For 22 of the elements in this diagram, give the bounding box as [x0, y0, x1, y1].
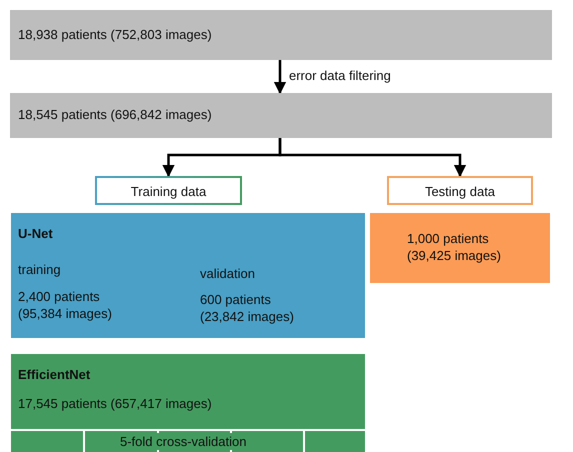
category-box — [95, 176, 242, 205]
node-text: 1,000 patients (39,425 images) — [407, 230, 502, 264]
test-data-box — [370, 213, 550, 283]
node-text: 17,545 patients (657,417 images) — [18, 395, 212, 412]
node-text: 600 patients (23,842 images) — [200, 291, 295, 325]
model-panel — [11, 354, 365, 452]
category-box — [387, 176, 533, 205]
panel-heading: U-Net — [18, 225, 53, 242]
process-box — [10, 93, 552, 138]
node-text: Training data — [130, 183, 208, 200]
arrow — [278, 138, 466, 178]
cell-heading: validation — [200, 265, 255, 282]
cell-heading: training — [18, 261, 61, 278]
node-text: 2,400 patients (95,384 images) — [18, 288, 113, 322]
node-text: 18,545 patients (696,842 images) — [18, 106, 212, 123]
node-text: 18,938 patients (752,803 images) — [18, 26, 212, 43]
edge-label: error data filtering — [288, 68, 392, 82]
node-text: Testing data — [424, 183, 496, 200]
model-panel — [11, 213, 365, 338]
process-box — [10, 10, 552, 60]
panel-heading: EfficientNet — [18, 366, 90, 383]
arrow — [274, 60, 286, 94]
